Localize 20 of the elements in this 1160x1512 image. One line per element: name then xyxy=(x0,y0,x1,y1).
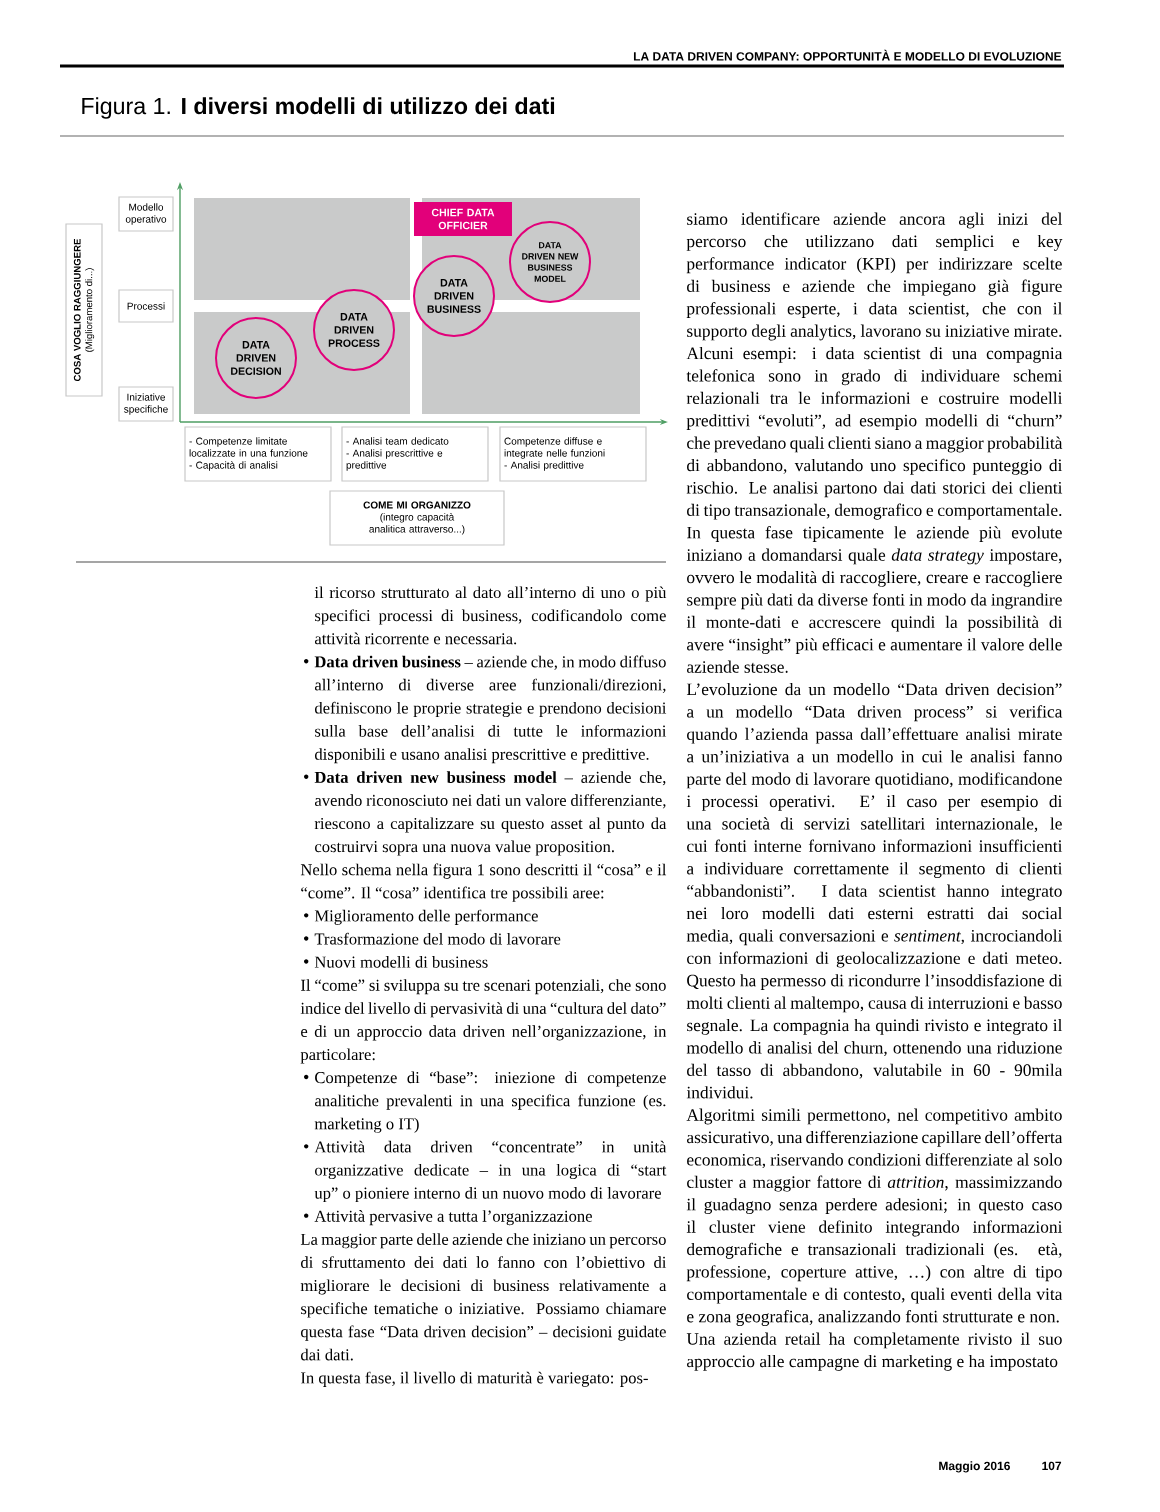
bullet-item: Nuovi modelli di business xyxy=(304,956,488,968)
bullet-item: Competenze di “base”: iniezione di competenze analitiche prevalenti in una specifica funzione (es. marketing o IT) xyxy=(304,1071,666,1133)
body-paragraph: siamo identificare aziende ancora agli inizi del percorso che utilizzano dati semplici e key performance indicator (KPI) per indirizzare scelte di business e aziende che impiegano già figure professionali esperte, i data scientist, che con il supporto degli analytics, lavorano su iniziative mirate. xyxy=(686,212,1063,341)
body-paragraph: Alcuni esempi: i data scientist di una compagnia telefonica sono in grado di individuare schemi relazionali tra le informazioni e costruire modelli predittivi “evoluti”, ad esempio modelli di “churn” che prevedano quali clienti siano a maggior probabilità di abbandono, valutando uno specifico punteggio di rischio. Le analisi partono dai dati storici dei clienti di tipo transazionale, demografico e comportamentale. xyxy=(686,347,1063,520)
body-paragraph: In questa fase, il livello di maturità è variegato: pos- xyxy=(301,1371,648,1387)
body-paragraph: Algoritmi simili permettono, nel competitivo ambito assicurativo, una differenziazione capillare dell’offerta economica, riservando condizioni differenziate al solo cluster a maggior fattore di attrition, massimizzando il guadagno senza perdere adesioni; in questo caso il cluster viene definito integrando informazioni demografiche e transazionali tradizionali (es. età, professione, coperture attive, …) con altre di tipo comportamentale e di contesto, quali eventi della vita e zona geografica, analizzando fonti strutturate e non. xyxy=(686,1108,1063,1326)
bullet-item: Miglioramento delle performance xyxy=(304,909,538,925)
body-paragraph: L’evoluzione da un modello “Data driven decision” a un modello “Data driven process” si verifica quando l’azienda passa dall’effettuare analisi mirate a un’iniziativa a un modello in cui le analisi fanno parte del modo di lavorare quotidiano, modificandone i processi operativi. E’ il caso per esempio di una società di servizi satellitari internazionale, le cui fonti interne fornivano informazioni insufficienti a individuare correttamente il segmento di clienti “abbandonisti”. I data scientist hanno integrato nei loro modelli dati esterni estratti dai social media, quali conversazioni e sentiment, incrociandoli con informazioni di geolocalizzazione e dati meteo. Questo ha permesso di ricondurre l’insoddisfazione di molti clienti al maltempo, causa di interruzioni e basso segnale. La compagnia ha quindi rivisto e integrato il modello di analisi del churn, ottenendo una riduzione del tasso di abbandono, valutabile in 60 - 90mila individui. xyxy=(686,683,1063,1099)
bullet-item: Data driven business – aziende che, in modo diffuso all’interno di diverse aree funzionali/direzioni, definiscono le proprie strategie e prendono decisioni sulla base dell’analisi di tutte le informazioni disponibili e usano analisi prescrittive e predittive. xyxy=(304,655,667,764)
bullet-item: Attività data driven “concentrate” in unità organizzative dedicate – in una logica di “start up” o pioniere interno di un nuovo modo di lavorare xyxy=(304,1140,667,1203)
body-paragraph: In questa fase tipicamente le aziende più evolute iniziano a domandarsi quale data strategy impostare, ovvero le modalità di raccogliere, creare e raccogliere sempre più dati da diverse fonti in modo da ingrandire il monte-dati e accrescere quindi la possibilità di avere “insight” più efficaci e aumentare il valore delle aziende stesse. xyxy=(686,526,1063,673)
body-paragraph: La maggior parte delle aziende che iniziano un percorso di sfruttamento dei dati lo fanno con l’obiettivo di migliorare le decisioni di business relativamente a specifiche tematiche o iniziative. Possiamo chiamare questa fase “Data driven decision” – decisioni guidate dai dati. xyxy=(300,1233,667,1361)
bullet-item: Trasformazione del modo di lavorare xyxy=(304,932,561,945)
bullet-item: Attività pervasive a tutta l’organizzazione xyxy=(304,1210,592,1226)
body-paragraph: Una azienda retail ha completamente rivisto il suo approccio alle campagne di marketing e ha impostato xyxy=(686,1332,1062,1371)
body-paragraph: Nello schema nella figura 1 sono descritti il “cosa” e il “come”. Il “cosa” identifica tre possibili aree: xyxy=(300,863,667,902)
body-paragraph: il ricorso strutturato al dato all’interno di uno o più specifici processi di business, codificandolo come attività ricorrente e necessaria. xyxy=(314,586,667,645)
figure-title: Figura 1. I diversi modelli di utilizzo dei dati xyxy=(82,97,555,119)
bullet-item: Data driven new business model – aziende che, avendo riconosciuto nei dati un valore differenziante, riescono a capitalizzare su questo asset al punto da costruirvi sopra una nuova value proposition. xyxy=(304,771,667,856)
body-paragraph: Il “come” si sviluppa su tre scenari potenziali, che sono indice del livello di pervasività di una “cultura del dato” e di un approccio data driven nell’organizzazione, in particolare: xyxy=(300,979,667,1064)
